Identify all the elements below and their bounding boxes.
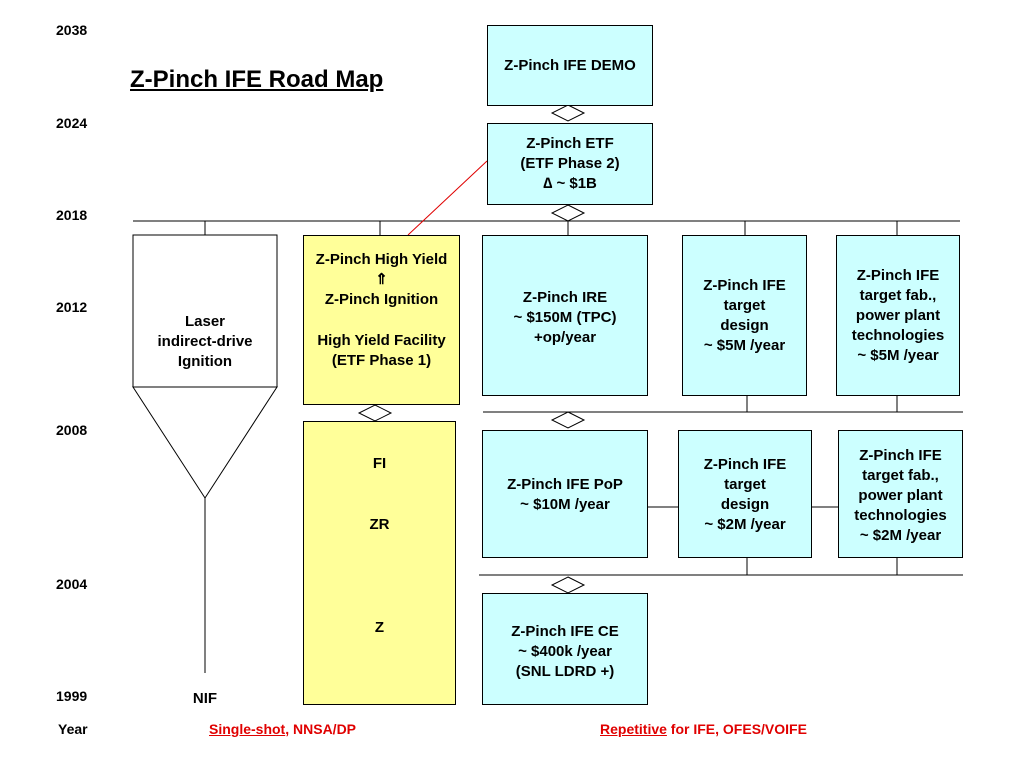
year-axis-label: Year [58, 721, 88, 737]
box-line: (SNL LDRD +) [515, 663, 615, 680]
box-line: ~ $2M /year [704, 516, 786, 533]
year-label-2008: 2008 [56, 422, 88, 438]
laser-label: Laser indirect-drive Ignition [133, 312, 277, 372]
year-label-2038: 2038 [56, 22, 88, 38]
ire-line: ~ $150M (TPC) [513, 309, 617, 326]
box-line: Z-Pinch IFE PoP [507, 476, 623, 493]
box-line: power plant [855, 307, 941, 324]
box-line: target fab., [862, 467, 939, 484]
box-line: Z-Pinch IFE [859, 447, 942, 464]
milestone-diamond [550, 411, 586, 429]
box-line: design [720, 317, 769, 334]
box-line: target fab., [859, 287, 937, 304]
high-yield-box: Z-Pinch High Yield ⇑ Z-Pinch Ignition Hi… [303, 235, 460, 405]
box-line: target [723, 297, 766, 314]
etf-line: ∆ ~ $1B [543, 175, 597, 192]
box-line: technologies [851, 327, 945, 344]
facility-phase-line: (ETF Phase 1) [331, 352, 432, 369]
target-fab-2008-box: Z-Pinch IFE target fab., power plant tec… [838, 430, 963, 558]
year-label-2004: 2004 [56, 576, 88, 592]
ofes-label: for IFE, OFES/VOIFE [666, 721, 807, 737]
red-link-line [407, 160, 488, 236]
nnsa-label: , NNSA/DP [285, 721, 357, 737]
year-label-2018: 2018 [56, 207, 88, 223]
fi-label: FI [372, 455, 387, 472]
zr-label: ZR [369, 516, 390, 533]
footer-right: Repetitive for IFE, OFES/VOIFE [600, 721, 807, 737]
high-yield-line: Z-Pinch High Yield [315, 251, 448, 268]
laser-funnel [132, 386, 278, 499]
box-line: target [724, 476, 766, 493]
box-line: ~ $5M /year [857, 347, 939, 364]
up-arrow-icon: ⇑ [375, 271, 388, 288]
box-line: Z-Pinch IFE CE [511, 623, 619, 640]
box-line: Z-Pinch IFE [703, 456, 787, 473]
laser-line: Laser [184, 313, 226, 330]
page-title: Z-Pinch IFE Road Map [130, 66, 384, 93]
laser-line: indirect-drive [157, 333, 253, 350]
ce-box: Z-Pinch IFE CE ~ $400k /year (SNL LDRD +… [482, 593, 648, 705]
footer-left: Single-shot, NNSA/DP [209, 721, 356, 737]
etf-line: (ETF Phase 2) [520, 155, 620, 172]
laser-box [132, 234, 278, 388]
year-label-2012: 2012 [56, 299, 88, 315]
nif-label: NIF [192, 690, 218, 707]
ire-line: Z-Pinch IRE [522, 289, 608, 306]
demo-line: Z-Pinch IFE DEMO [504, 56, 636, 74]
laser-line: Ignition [177, 353, 233, 370]
pop-box: Z-Pinch IFE PoP ~ $10M /year [482, 430, 648, 558]
repetitive-label: Repetitive [600, 721, 667, 737]
fi-zr-z-box: FI ZR Z [303, 421, 456, 705]
etf-box: Z-Pinch ETF (ETF Phase 2) ∆ ~ $1B [487, 123, 653, 205]
ignition-line: Z-Pinch Ignition [324, 291, 439, 308]
box-line: ~ $2M /year [859, 527, 942, 544]
box-line: design [720, 496, 770, 513]
z-label: Z [374, 619, 385, 636]
box-line: power plant [858, 487, 943, 504]
ire-box: Z-Pinch IRE ~ $150M (TPC) +op/year [482, 235, 648, 396]
target-design-2008-box: Z-Pinch IFE target design ~ $2M /year [678, 430, 812, 558]
box-line: ~ $10M /year [520, 496, 610, 513]
year-label-2024: 2024 [56, 115, 88, 131]
single-shot-label: Single-shot [209, 721, 286, 737]
milestone-diamond [550, 576, 586, 594]
box-line: Z-Pinch IFE [856, 267, 940, 284]
target-fab-2012-box: Z-Pinch IFE target fab., power plant tec… [836, 235, 960, 396]
facility-line: High Yield Facility [317, 332, 446, 349]
etf-line: Z-Pinch ETF [526, 135, 614, 152]
box-line: Z-Pinch IFE [703, 277, 786, 294]
milestone-diamond [550, 204, 586, 222]
box-line: technologies [854, 507, 947, 524]
milestone-diamond [550, 104, 586, 122]
box-line: ~ $400k /year [518, 643, 612, 660]
milestone-diamond [357, 404, 393, 422]
year-label-1999: 1999 [56, 688, 88, 704]
box-line: ~ $5M /year [703, 337, 786, 354]
ire-line: +op/year [533, 329, 597, 346]
target-design-2012-box: Z-Pinch IFE target design ~ $5M /year [682, 235, 807, 396]
demo-box: Z-Pinch IFE DEMO [487, 25, 653, 106]
